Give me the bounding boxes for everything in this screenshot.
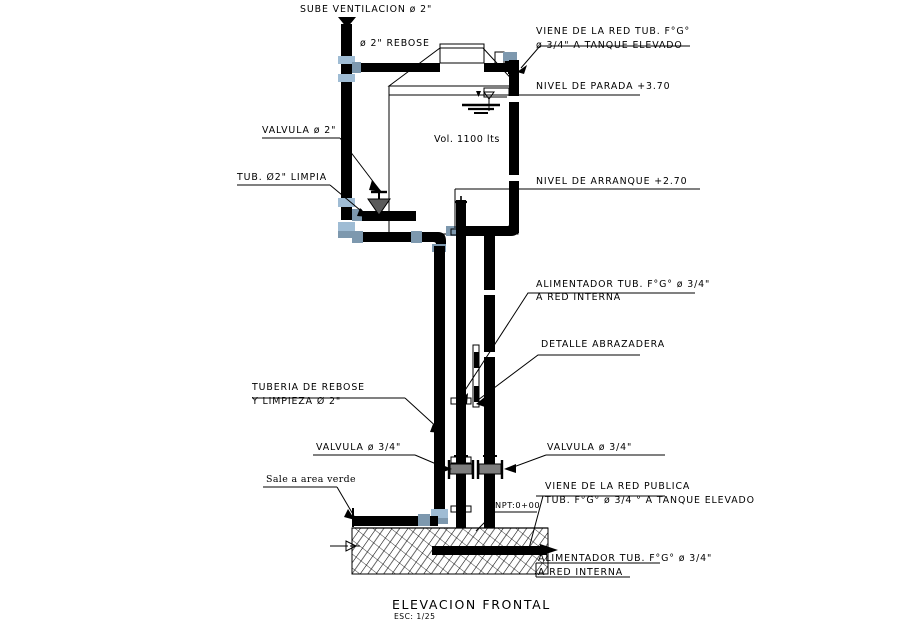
leader-alimentador [458, 292, 695, 404]
overflow-drop-pipe [431, 246, 448, 524]
overflow-horizontal [352, 231, 446, 252]
drawing-scale: ESC: 1/25 [394, 612, 435, 621]
label-alimentador-bottom-2: A RED INTERNA [538, 567, 623, 578]
float-valve-detail [476, 87, 510, 111]
label-alimentador-2: A RED INTERNA [536, 292, 621, 303]
label-nivel-arranque: NIVEL DE ARRANQUE +2.70 [536, 176, 688, 187]
label-tub-limpia: TUB. Ø2" LIMPIA [236, 172, 327, 183]
label-tank-volume: Vol. 1100 lts [434, 134, 500, 145]
label-red-publica-1: VIENE DE LA RED PUBLICA [545, 481, 690, 492]
label-valvula-2: VALVULA ø 2" [262, 125, 336, 136]
cleanout-assembly [352, 190, 416, 221]
leader-valvula-34-right [504, 454, 665, 473]
buried-service-line [330, 540, 558, 556]
label-valvula-34-left: VALVULA ø 3/4" [316, 442, 401, 453]
leader-tuberia-rebose [252, 397, 442, 433]
label-tuberia-rebose-1: TUBERIA DE REBOSE [251, 382, 365, 393]
label-alimentador-1: ALIMENTADOR TUB. F°G° ø 3/4" [536, 279, 710, 290]
label-red-tub-2: ø 3/4" A TANQUE ELEVADO [536, 40, 683, 51]
water-level-symbol [462, 103, 500, 114]
label-red-publica-2: TUB. F°G° ø 3/4 ° A TANQUE ELEVADO [544, 495, 755, 506]
valve-34-right-symbol [476, 455, 504, 479]
drawing-title: ELEVACION FRONTAL [392, 597, 551, 612]
leader-detalle-abrazadera [476, 354, 640, 407]
label-red-tub-1: VIENE DE LA RED TUB. F°G° [536, 26, 690, 37]
label-nivel-parada: NIVEL DE PARADA +3.70 [536, 81, 671, 92]
rebose-pipe-top [352, 52, 517, 74]
label-valvula-34-right: VALVULA ø 3/4" [547, 442, 632, 453]
label-rebose-top: ø 2" REBOSE [360, 38, 430, 49]
abrazadera-bracket [472, 344, 480, 408]
leader-red-publica [527, 495, 665, 553]
alimentador-drop-pipe [450, 196, 472, 552]
label-vent-top: SUBE VENTILACION ø 2" [300, 4, 432, 15]
leader-red-tub [517, 45, 690, 74]
area-verde-pipe [352, 508, 438, 527]
label-npt: NPT:0+00 [495, 500, 540, 510]
leader-npt [475, 511, 537, 532]
label-sale-area-verde: Sale a area verde [266, 474, 356, 485]
valve-2in-symbol [367, 190, 391, 216]
label-tuberia-rebose-2: Y LIMPIEZA Ø 2" [251, 396, 341, 407]
label-alimentador-bottom-1: ALIMENTADOR TUB. F°G° ø 3/4" [538, 553, 712, 564]
label-detalle-abrazadera: DETALLE ABRAZADERA [541, 339, 665, 350]
leader-valvula-2 [262, 137, 382, 192]
vent-pipe-left [338, 17, 356, 238]
leader-valvula-34-left [313, 454, 452, 473]
leader-area-verde [263, 486, 355, 520]
leader-tub-limpia [237, 184, 369, 217]
leader-alimentador-bottom [535, 562, 660, 578]
